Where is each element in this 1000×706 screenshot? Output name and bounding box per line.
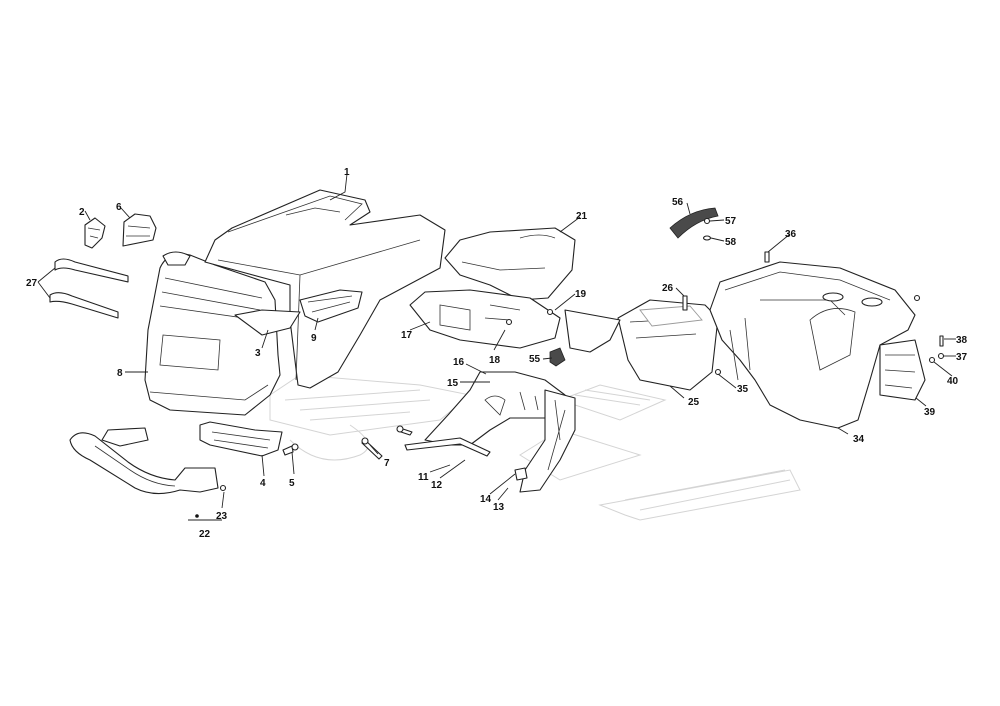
screw-36[interactable]: [764, 251, 770, 263]
bolt-top[interactable]: [913, 294, 921, 302]
callout-34: 34: [853, 434, 865, 445]
callout-6: 6: [116, 202, 122, 213]
mount-bracket-4[interactable]: [199, 421, 283, 457]
callout-57: 57: [725, 216, 737, 227]
leader-lines: [37, 173, 956, 521]
dashboard-cover-21[interactable]: [444, 227, 576, 301]
callout-2: 2: [79, 207, 85, 218]
callout-37: 37: [956, 352, 968, 363]
callout-16: 16: [453, 357, 465, 368]
strap-12[interactable]: [404, 437, 491, 457]
callout-21: 21: [576, 211, 588, 222]
callout-39: 39: [924, 407, 936, 418]
handle-grip-56[interactable]: [669, 207, 719, 239]
side-rail-13[interactable]: [519, 389, 576, 493]
callout-8: 8: [117, 368, 123, 379]
screw-40[interactable]: [928, 356, 936, 364]
callout-23: 23: [216, 511, 228, 522]
ghost-chassis-frame: [269, 374, 801, 521]
storage-box-25[interactable]: [617, 299, 719, 391]
bolt-23[interactable]: [219, 484, 227, 492]
callout-35: 35: [737, 384, 749, 395]
callout-11: 11: [418, 472, 429, 483]
side-panel-3[interactable]: [234, 309, 301, 336]
callout-55: 55: [529, 354, 541, 365]
callout-36: 36: [785, 229, 797, 240]
dashboard-panel-17[interactable]: [409, 289, 561, 349]
callout-17: 17: [401, 330, 413, 341]
callout-15: 15: [447, 378, 459, 389]
callout-9: 9: [311, 333, 317, 344]
callout-12: 12: [431, 480, 443, 491]
bolt-26[interactable]: [682, 295, 688, 311]
screw-37[interactable]: [937, 352, 945, 360]
callout-27: 27: [26, 278, 38, 289]
callout-3: 3: [255, 348, 261, 359]
trim-strips-27[interactable]: [49, 258, 129, 319]
rear-light-39[interactable]: [879, 339, 926, 401]
side-cover-16[interactable]: [424, 371, 566, 446]
bolt-19[interactable]: [546, 308, 554, 316]
callout-38: 38: [956, 335, 968, 346]
knob-55[interactable]: [549, 347, 566, 367]
clip-part-6[interactable]: [122, 213, 157, 247]
callout-7: 7: [384, 458, 390, 469]
screw-7b[interactable]: [396, 425, 413, 436]
bolt-18[interactable]: [505, 318, 513, 326]
rear-fender-body-34[interactable]: [709, 261, 916, 429]
callout-40: 40: [947, 376, 959, 387]
callout-58: 58: [725, 237, 737, 248]
bolt-35[interactable]: [714, 368, 722, 376]
callout-26: 26: [662, 283, 674, 294]
front-bumper-bar-22[interactable]: [69, 427, 219, 495]
bolt-22-dot: [195, 514, 199, 518]
bonnet-hood-1[interactable]: [204, 189, 446, 389]
callout-19: 19: [575, 289, 587, 300]
callout-18: 18: [489, 355, 501, 366]
callout-25: 25: [688, 397, 700, 408]
clip-14[interactable]: [514, 467, 528, 481]
screw-57[interactable]: [703, 217, 711, 225]
callout-22: 22: [199, 529, 211, 540]
screw-7[interactable]: [361, 437, 383, 460]
callout-5: 5: [289, 478, 295, 489]
callout-1: 1: [344, 167, 350, 178]
callout-56: 56: [672, 197, 684, 208]
callout-4: 4: [260, 478, 266, 489]
screw-38[interactable]: [939, 335, 944, 347]
washer-58[interactable]: [702, 235, 712, 241]
air-intake-9[interactable]: [299, 289, 363, 323]
bracket-plate[interactable]: [564, 309, 621, 353]
callout-13: 13: [493, 502, 505, 513]
callout-14: 14: [480, 494, 492, 505]
clip-part-2[interactable]: [84, 217, 106, 249]
screw-5[interactable]: [282, 443, 299, 456]
